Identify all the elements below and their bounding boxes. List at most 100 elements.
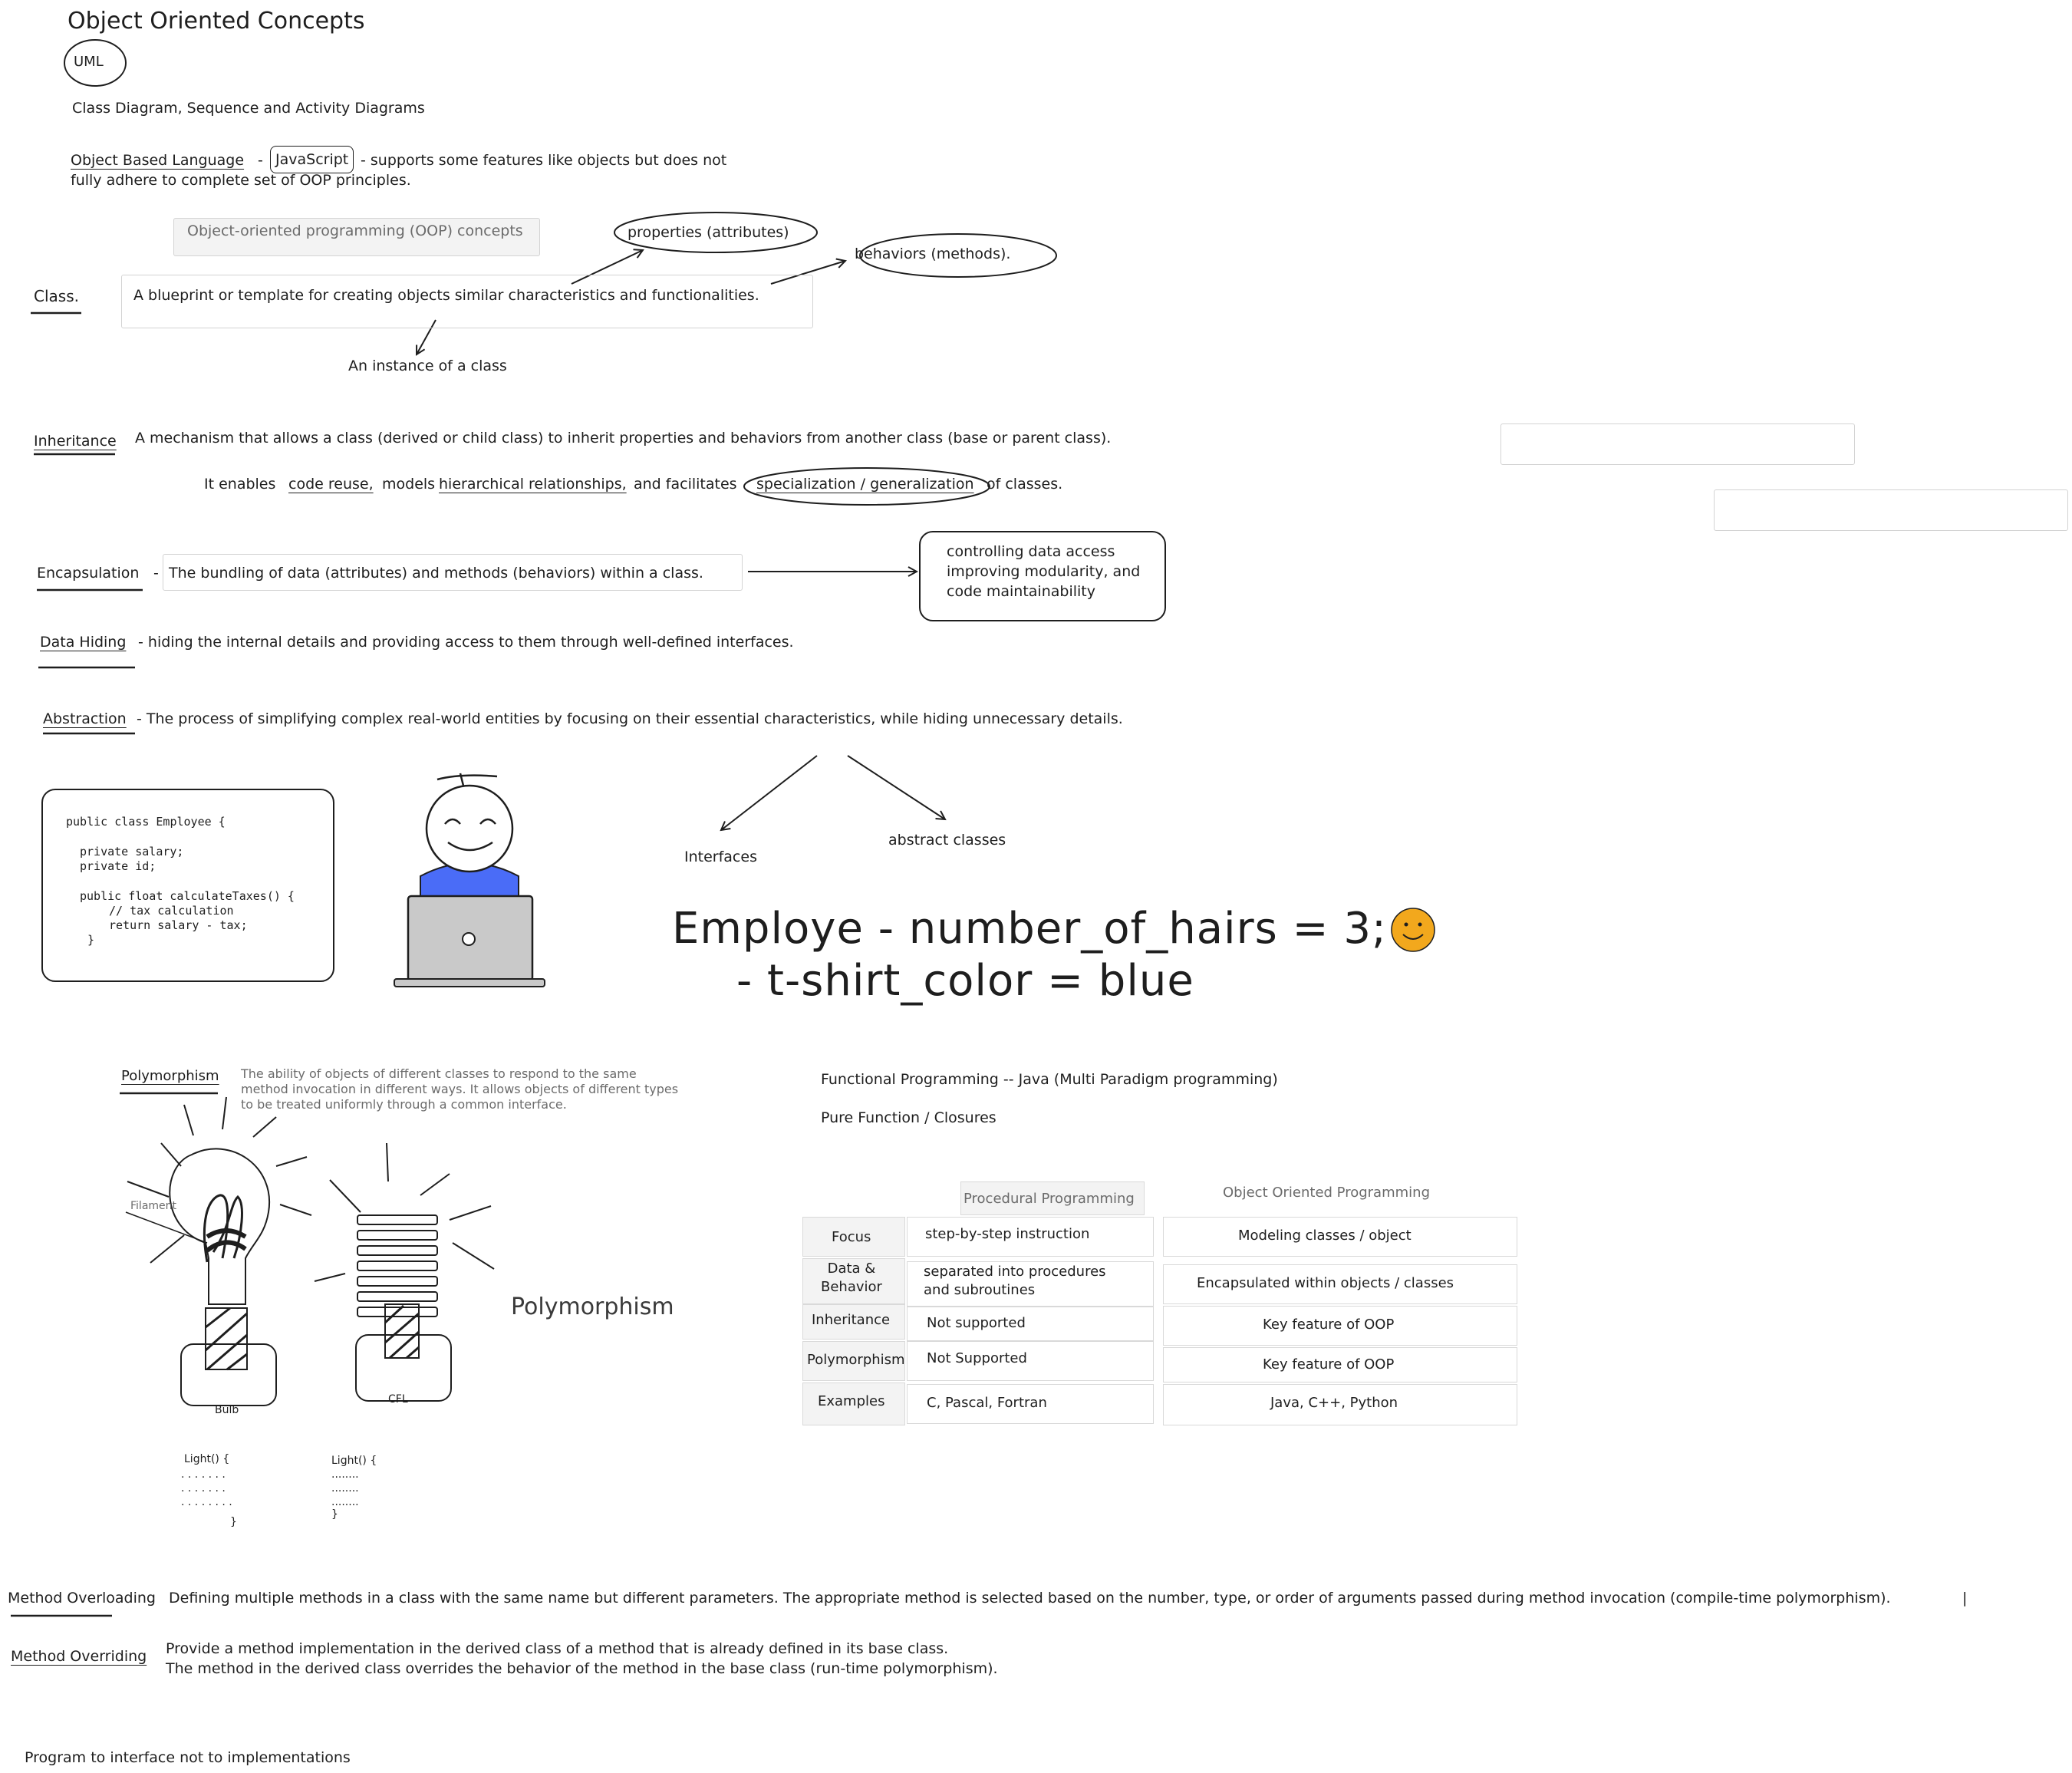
filament-label: Filament (130, 1200, 177, 1212)
abstraction-term: Abstraction (43, 710, 127, 727)
arrow-to-abstract-classes (847, 755, 945, 819)
inheritance-term: Inheritance (34, 433, 117, 450)
abstract-classes-label: abstract classes (888, 832, 1006, 849)
row-proc-focus: step-by-step instruction (925, 1226, 1090, 1242)
method-overloading-term: Method Overloading (8, 1590, 156, 1607)
light1-dots-1: . . . . . . . (181, 1468, 226, 1481)
arrow-to-properties (571, 250, 643, 285)
oop-concepts-box (173, 218, 540, 256)
row-proc-polymorphism: Not Supported (927, 1350, 1027, 1366)
employee-line-2: - t-shirt_color = blue (736, 956, 1194, 1006)
light1-dots-3: . . . . . . . . (181, 1496, 232, 1508)
encapsulation-note-1: controlling data access (947, 543, 1115, 560)
polymorphism-term: Polymorphism (121, 1068, 219, 1084)
encapsulation-note-box (919, 531, 1166, 621)
uml-description: Class Diagram, Sequence and Activity Dia… (72, 100, 425, 117)
encapsulation-term: Encapsulation (37, 565, 140, 582)
table-cell (1163, 1264, 1517, 1304)
code-line-7: } (87, 933, 95, 947)
code-line-5: // tax calculation (109, 904, 234, 918)
row-label-polymorphism: Polymorphism (807, 1352, 905, 1368)
encapsulation-note-3: code maintainability (947, 583, 1095, 600)
code-line-1: public class Employee { (66, 815, 226, 829)
table-cell (907, 1306, 1154, 1341)
table-cell (1163, 1217, 1517, 1257)
light2-close: } (331, 1508, 338, 1521)
method-overriding-def-1: Provide a method implementation in the d… (166, 1640, 949, 1657)
person-at-laptop-illustration (394, 773, 545, 987)
text-cursor: | (1962, 1590, 1968, 1607)
data-hiding-definition: - hiding the internal details and provid… (138, 634, 794, 651)
bulb-label: Bulb (215, 1404, 239, 1416)
obl-rest-line2: fully adhere to complete set of OOP prin… (71, 172, 411, 189)
functional-programming: Functional Programming -- Java (Multi Pa… (821, 1071, 1278, 1088)
javascript-box: JavaScript (270, 146, 354, 173)
row-label-examples: Examples (818, 1393, 885, 1409)
table-cell (907, 1217, 1154, 1257)
inheritance-code-reuse: code reuse, (288, 476, 374, 493)
table-row (802, 1382, 905, 1425)
row-oop-data: Encapsulated within objects / classes (1197, 1275, 1454, 1291)
table-row (802, 1304, 905, 1340)
table-header-oop: Object Oriented Programming (1223, 1185, 1430, 1201)
class-term: Class. (34, 287, 79, 305)
polymorphism-def-1: The ability of objects of different clas… (241, 1066, 637, 1081)
row-label-focus: Focus (832, 1229, 871, 1245)
row-label-inheritance: Inheritance (812, 1312, 891, 1328)
empty-box-2 (1714, 489, 2068, 531)
code-box (41, 789, 334, 982)
table-cell (1163, 1384, 1517, 1425)
arrow-to-behaviors (770, 261, 845, 285)
data-hiding-term: Data Hiding (40, 634, 127, 651)
row-proc-examples: C, Pascal, Fortran (927, 1395, 1047, 1411)
properties-ellipse (614, 212, 818, 253)
table-header-procedural: Procedural Programming (964, 1191, 1135, 1207)
oop-concepts-label: Object-oriented programming (OOP) concep… (187, 222, 523, 239)
table-row (802, 1217, 905, 1257)
row-oop-focus: Modeling classes / object (1238, 1228, 1412, 1244)
cfl-label: CFL (388, 1393, 408, 1406)
code-line-3: private id; (80, 859, 156, 873)
inheritance-definition: A mechanism that allows a class (derived… (135, 430, 1112, 447)
inheritance-line2-g: of classes. (987, 476, 1063, 493)
light2-dots-1: ........ (331, 1468, 359, 1481)
cfl-bulb-illustration (314, 1142, 495, 1402)
obl-dash: - (258, 152, 263, 169)
code-line-2: private salary; (80, 845, 184, 858)
inheritance-specialization: specialization / generalization (756, 476, 974, 493)
page-title: Object Oriented Concepts (68, 8, 365, 35)
code-line-4: public float calculateTaxes() { (80, 889, 295, 903)
interfaces-label: Interfaces (684, 849, 757, 865)
behaviors-label: behaviors (methods). (855, 246, 1011, 262)
obl-rest-line1: - supports some features like objects bu… (361, 152, 727, 169)
table-cell (907, 1384, 1154, 1424)
row-oop-inheritance: Key feature of OOP (1263, 1317, 1395, 1333)
polymorphism-def-3: to be treated uniformly through a common… (241, 1097, 567, 1112)
row-proc-inheritance: Not supported (927, 1315, 1026, 1331)
abstraction-definition: - The process of simplifying complex rea… (137, 710, 1123, 727)
smiley-face-icon (1391, 908, 1435, 952)
specialization-ellipse (743, 467, 990, 506)
class-definition-box (121, 275, 813, 328)
table-cell (1163, 1347, 1517, 1382)
light2-signature: Light() { (331, 1455, 377, 1467)
empty-box-1 (1500, 423, 1855, 465)
uml-label: UML (74, 54, 104, 70)
employee-line-1: Employe - number_of_hairs = 3; (672, 904, 1387, 954)
light1-signature: Light() { (184, 1453, 230, 1465)
light1-dots-2: . . . . . . . (181, 1482, 226, 1495)
inheritance-line2-e: and facilitates (634, 476, 737, 493)
table-cell (907, 1261, 1154, 1307)
arrow-to-interfaces (721, 755, 818, 830)
method-overriding-term: Method Overriding (11, 1648, 147, 1665)
behaviors-ellipse (859, 233, 1057, 278)
light2-dots-2: ........ (331, 1482, 359, 1495)
instance-label: An instance of a class (348, 358, 507, 374)
row-proc-data: separated into procedures and subroutine… (924, 1264, 1106, 1298)
table-cell (907, 1341, 1154, 1381)
obl-term: Object Based Language (71, 152, 245, 169)
encapsulation-dash: - (153, 565, 159, 582)
inheritance-hierarchical: hierarchical relationships, (439, 476, 627, 493)
table-cell (1163, 1306, 1517, 1346)
